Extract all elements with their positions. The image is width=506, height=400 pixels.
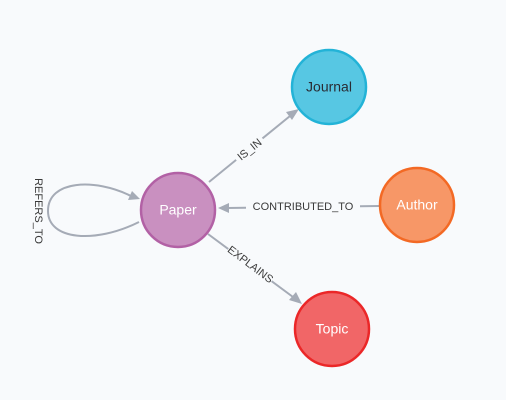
is-in-label-bg	[232, 133, 268, 167]
node-author-circle[interactable]	[378, 166, 456, 244]
node-topic-circle[interactable]	[293, 290, 371, 368]
refers-to-label: REFERS_TO	[32, 178, 44, 244]
explains-label: EXPLAINS	[225, 244, 275, 286]
relationship-contributed-to[interactable]: CONTRIBUTED_TO	[218, 199, 380, 214]
contributed-to-label-bg	[246, 199, 360, 214]
node-author-label: Author	[396, 197, 438, 213]
refers-to-arrowhead	[128, 191, 140, 200]
node-journal-label: Journal	[306, 79, 352, 95]
contributed-to-arrowhead	[218, 203, 229, 213]
relationship-is-in[interactable]: IS_IN	[208, 109, 299, 183]
is-in-arrowhead	[286, 109, 299, 120]
node-journal[interactable]: Journal	[290, 48, 368, 126]
node-topic[interactable]: Topic	[293, 290, 371, 368]
node-topic-label: Topic	[316, 321, 349, 337]
node-paper-label: Paper	[159, 202, 197, 218]
contributed-to-label: CONTRIBUTED_TO	[253, 201, 354, 213]
node-author[interactable]: Author	[378, 166, 456, 244]
node-paper-circle[interactable]	[139, 171, 217, 249]
explains-arrowhead	[289, 292, 302, 304]
node-paper[interactable]: Paper	[139, 171, 217, 249]
refers-to-edge[interactable]	[46, 183, 140, 238]
explains-label-bg	[224, 243, 276, 287]
relationship-refers-to[interactable]: REFERS_TO	[32, 178, 140, 244]
relationship-explains[interactable]: EXPLAINS	[207, 233, 302, 304]
node-journal-circle[interactable]	[290, 48, 368, 126]
